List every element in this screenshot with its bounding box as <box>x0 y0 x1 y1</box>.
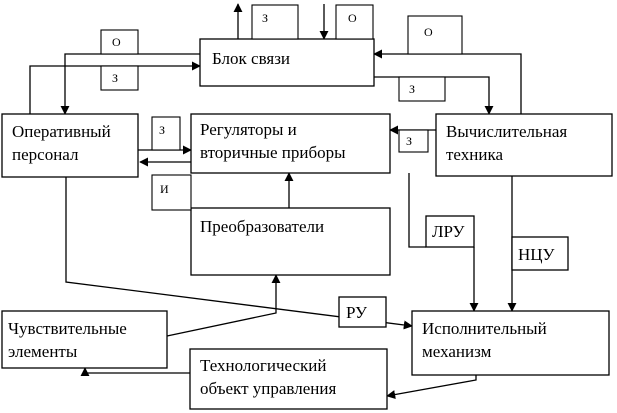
tag-o-right: О <box>407 15 463 55</box>
block-operators: Оперативный персонал <box>1 113 139 178</box>
block-lru: ЛРУ <box>425 215 475 248</box>
block-computing-label-2: техника <box>446 145 503 164</box>
block-ru-label: РУ <box>346 303 368 322</box>
block-ru: РУ <box>338 296 387 328</box>
svg-text:О: О <box>348 11 357 25</box>
arrow-link-to-operators <box>60 53 200 115</box>
block-actuator-label-1: Исполнительный <box>422 319 547 338</box>
block-computing: Вычислительная техника <box>435 113 613 177</box>
block-object-label-1: Технологический <box>200 356 327 375</box>
block-link-label: Блок связи <box>212 49 290 68</box>
arrow-operators-to-link <box>29 61 201 114</box>
tag-z-computing-regulators: З <box>398 129 429 153</box>
block-operators-label-2: персонал <box>12 145 79 164</box>
block-ncu-label: НЦУ <box>518 245 556 264</box>
tag-z-right: З <box>398 76 446 102</box>
block-ncu: НЦУ <box>511 236 569 271</box>
block-converters: Преобразователи <box>190 207 391 276</box>
svg-text:З: З <box>406 134 412 148</box>
tag-z-left: З <box>100 65 139 91</box>
block-object-label-2: объект управления <box>200 379 336 398</box>
svg-text:И: И <box>160 182 169 196</box>
arrow-sensors-to-converters <box>166 274 281 337</box>
block-link: Блок связи <box>199 38 375 87</box>
block-lru-label: ЛРУ <box>432 222 466 241</box>
arrow-object-to-sensors <box>80 367 190 377</box>
tags: З О О З О З З И <box>100 4 463 211</box>
tag-z-operators-regulators: З <box>151 116 181 151</box>
svg-text:З: З <box>159 123 165 137</box>
tag-z-top-left: З <box>251 4 299 40</box>
line-regulators-to-lru <box>408 173 426 248</box>
block-operators-label-1: Оперативный <box>12 122 111 141</box>
block-sensors-label-2: элементы <box>8 342 78 361</box>
tag-o-top-right: О <box>335 4 374 40</box>
arrow-operators-to-actuator <box>65 177 413 330</box>
svg-text:О: О <box>424 25 433 39</box>
tag-o-left: О <box>100 29 139 55</box>
block-converters-label: Преобразователи <box>200 217 324 236</box>
block-object: Технологический объект управления <box>189 348 388 410</box>
svg-text:О: О <box>112 35 121 49</box>
svg-text:З: З <box>112 71 118 85</box>
block-sensors: Чувствительные элементы <box>1 310 168 369</box>
svg-text:З: З <box>262 11 268 25</box>
block-actuator: Исполнительный механизм <box>411 310 610 376</box>
block-computing-label-1: Вычислительная <box>446 122 567 141</box>
arrow-computing-to-link <box>373 49 522 114</box>
svg-text:З: З <box>409 82 415 96</box>
block-regulators-label-2: вторичные приборы <box>200 143 346 162</box>
tag-i-operators-regulators: И <box>151 174 192 211</box>
block-regulators-label-1: Регуляторы и <box>200 120 297 139</box>
block-regulators: Регуляторы и вторичные приборы <box>190 113 391 174</box>
block-actuator-label-2: механизм <box>422 342 492 361</box>
block-sensors-label-1: Чувствительные <box>8 319 127 338</box>
arrow-actuator-to-object <box>386 375 477 400</box>
